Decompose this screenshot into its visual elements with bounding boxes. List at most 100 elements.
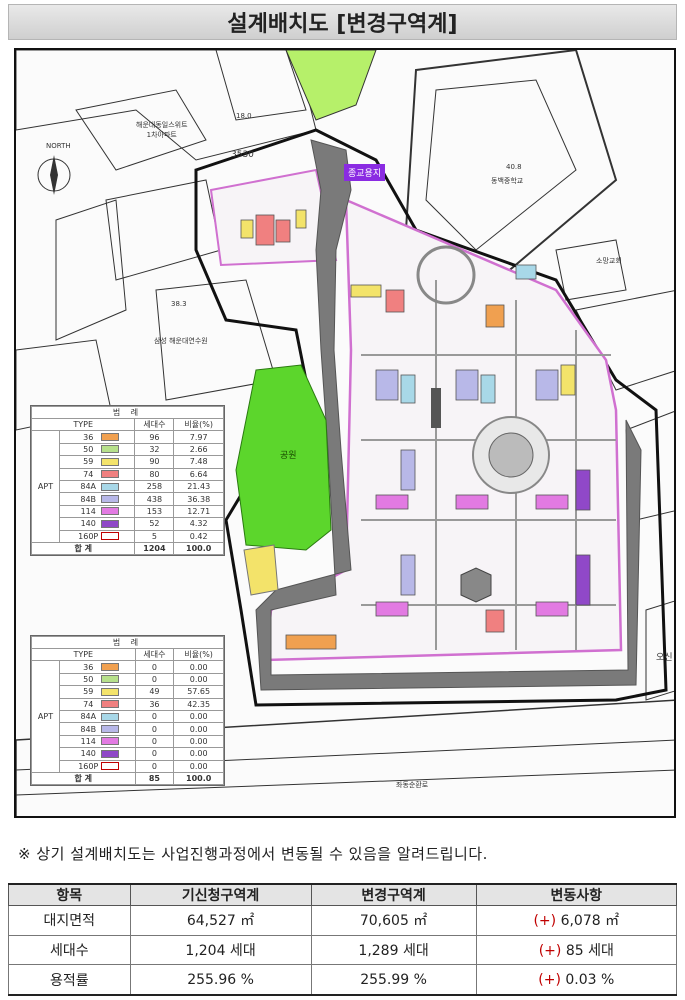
header-after: 변경구역계 bbox=[310, 883, 477, 906]
legend-type-text: 84A bbox=[80, 712, 97, 722]
legend-count: 32 bbox=[134, 442, 175, 457]
site-area-main bbox=[264, 198, 623, 662]
legend-type: 140 bbox=[59, 747, 136, 761]
district-label: 오신 bbox=[656, 653, 673, 663]
summary-before: 255.96 % bbox=[129, 964, 312, 997]
legend-count: 0 bbox=[134, 660, 175, 674]
project-boundary bbox=[194, 128, 668, 707]
legend-group-label: APT bbox=[31, 660, 60, 773]
legend-ratio: 7.48 bbox=[173, 455, 224, 469]
legend-swatch bbox=[101, 507, 120, 516]
elevation-label-1: 18.0 bbox=[236, 112, 252, 120]
change-value: 6,078 ㎡ bbox=[560, 913, 620, 930]
legend-title: 범 례 bbox=[31, 636, 224, 649]
compass-icon bbox=[37, 155, 71, 195]
legend-type: 84A bbox=[59, 709, 136, 724]
legend-count: 438 bbox=[134, 492, 175, 506]
legend-header-type: TYPE bbox=[30, 417, 136, 432]
legend-type: 74 bbox=[59, 697, 136, 711]
legend-type: 59 bbox=[59, 685, 136, 699]
legend-header-count: 세대수 bbox=[134, 647, 175, 662]
header-change: 변동사항 bbox=[475, 883, 678, 906]
plaza-center bbox=[488, 432, 534, 478]
legend-type: 74 bbox=[58, 467, 136, 481]
site-plan-map: NORTH 해운대동일스위트 1차아파트 3530 종교용지 동백중학교 소망교… bbox=[14, 48, 676, 818]
green-open-space bbox=[285, 50, 377, 121]
legend-ratio: 0.00 bbox=[173, 734, 224, 749]
legend-ratio: 42.35 bbox=[173, 697, 224, 711]
legend-swatch bbox=[101, 457, 120, 466]
legend-count: 52 bbox=[134, 517, 175, 531]
legend-type-text: 114 bbox=[80, 506, 96, 516]
legend-total-ratio: 100.0 bbox=[173, 541, 224, 556]
legend-type: 50 bbox=[59, 672, 136, 687]
legend-type-text: 50 bbox=[83, 444, 94, 454]
apartment-label: 해운대동일스위트 1차아파트 bbox=[136, 121, 188, 139]
summary-after: 70,605 ㎡ bbox=[310, 905, 477, 936]
legend-type-text: 36 bbox=[83, 662, 94, 672]
legend-total-label: 합 계 bbox=[30, 541, 136, 556]
legend-ratio: 7.97 bbox=[173, 430, 224, 444]
hexagon-facility bbox=[460, 567, 492, 603]
legend-ratio: 0.00 bbox=[173, 660, 224, 674]
header-item: 항목 bbox=[8, 883, 131, 906]
page-title: 설계배치도 [변경구역계] bbox=[8, 4, 677, 40]
legend-swatch bbox=[101, 495, 120, 504]
legend-swatch bbox=[101, 445, 120, 454]
legend-total-count: 1204 bbox=[134, 541, 175, 556]
legend-type-text: 84B bbox=[80, 724, 97, 734]
change-value: 0.03 % bbox=[565, 971, 615, 988]
legend-type: 36 bbox=[58, 430, 136, 444]
legend-ratio: 36.38 bbox=[173, 492, 224, 506]
legend-ratio: 0.00 bbox=[173, 672, 224, 687]
legend-type-text: 50 bbox=[83, 674, 94, 684]
summary-change: (+) 85 세대 bbox=[475, 934, 678, 966]
legend-type: 114 bbox=[58, 504, 136, 519]
legend-swatch bbox=[101, 470, 120, 479]
header-before: 기신청구역계 bbox=[129, 883, 312, 906]
legend-count: 258 bbox=[134, 479, 175, 494]
site-plan-drawing bbox=[16, 50, 674, 816]
legend-swatch bbox=[101, 687, 120, 696]
legend-ratio: 21.43 bbox=[173, 479, 224, 494]
legend-swatch bbox=[101, 675, 120, 684]
community-building bbox=[431, 388, 441, 428]
legend-group-label: APT bbox=[31, 430, 60, 543]
church-label: 소망교회 bbox=[596, 257, 622, 265]
summary-after: 255.99 % bbox=[310, 964, 477, 997]
legend-swatch bbox=[101, 737, 120, 746]
legend-type-text: 140 bbox=[80, 519, 96, 529]
legend-count: 0 bbox=[134, 672, 175, 687]
legend-type: 36 bbox=[59, 660, 136, 674]
change-value: 85 세대 bbox=[565, 942, 614, 959]
elevation-label-2: 40.8 bbox=[506, 163, 522, 171]
notice-text: ※ 상기 설계배치도는 사업진행과정에서 변동될 수 있음을 알려드립니다. bbox=[18, 845, 488, 863]
summary-after: 1,289 세대 bbox=[310, 934, 477, 966]
legend-type-text: 84B bbox=[80, 494, 97, 504]
summary-item: 대지면적 bbox=[8, 905, 131, 936]
religion-plot-label: 종교용지 bbox=[344, 164, 386, 181]
legend-total-count: 85 bbox=[134, 771, 175, 786]
apartment-blocks bbox=[240, 209, 591, 650]
legend-ratio: 2.66 bbox=[173, 442, 224, 457]
legend-swatch bbox=[101, 519, 120, 528]
legend-swatch bbox=[101, 749, 120, 758]
research-center-label: 삼성 해운대연수원 bbox=[154, 337, 208, 345]
lot-number-label: 3530 bbox=[231, 150, 254, 160]
legend-title: 범 례 bbox=[31, 406, 224, 419]
increase-marker: (+) bbox=[533, 913, 557, 930]
legend-count: 80 bbox=[134, 467, 175, 481]
legend-ratio: 0.42 bbox=[173, 529, 224, 543]
legend-type: 84B bbox=[58, 492, 136, 506]
legend-type: 59 bbox=[58, 455, 136, 469]
elevation-label-3: 38.3 bbox=[171, 300, 187, 308]
